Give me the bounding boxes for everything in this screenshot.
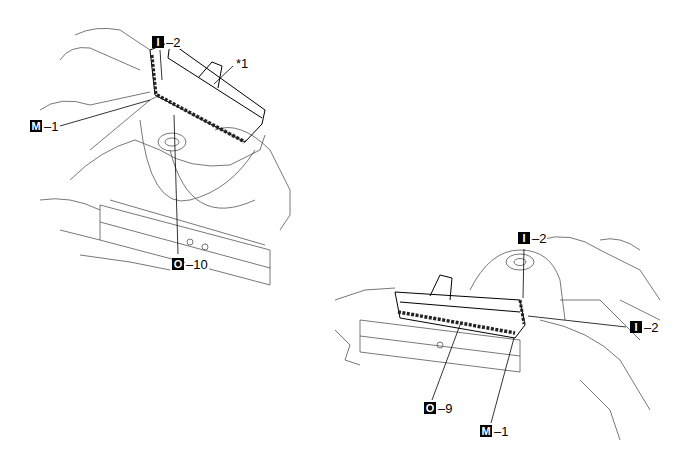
weld-type-symbol: O (424, 402, 436, 414)
side-member (100, 200, 270, 285)
weld-type-symbol: M (480, 425, 492, 437)
hole (187, 239, 193, 245)
callout-number: –1 (43, 120, 59, 133)
leader-lines (60, 50, 233, 254)
weld-type-symbol: I (152, 36, 164, 48)
outline (335, 288, 395, 365)
weld-type-symbol: I (630, 321, 642, 333)
callout-number: –9 (437, 402, 453, 415)
outline (140, 120, 255, 208)
strut-hole (514, 259, 526, 266)
leader-lines (432, 249, 626, 423)
weld-type-symbol: O (172, 258, 184, 270)
weld-line (157, 95, 245, 142)
strut-hole (158, 133, 186, 151)
callout-number: –2 (531, 232, 547, 245)
outline (470, 237, 660, 320)
outline (40, 199, 170, 270)
upper-member (150, 42, 265, 142)
weld-type-symbol: I (518, 232, 530, 244)
outline (40, 28, 150, 110)
hole (202, 244, 208, 250)
callout-number: –2 (165, 36, 181, 49)
left-view (40, 28, 290, 285)
outline (215, 128, 290, 231)
callout-number: –1 (493, 425, 509, 438)
weld-line (398, 312, 515, 333)
strut-hole (506, 254, 534, 270)
weld-line (152, 55, 156, 94)
hole (437, 342, 443, 348)
outline (600, 239, 660, 320)
weld-type-symbol: M (30, 120, 42, 132)
right-view (335, 237, 660, 440)
callout-number: –2 (643, 321, 659, 334)
callout-number: *1 (235, 57, 249, 70)
upper-member (395, 275, 525, 338)
strut-hole (165, 138, 179, 146)
outline (540, 300, 650, 440)
callout-number: –10 (185, 258, 209, 271)
weld-line (520, 300, 524, 324)
